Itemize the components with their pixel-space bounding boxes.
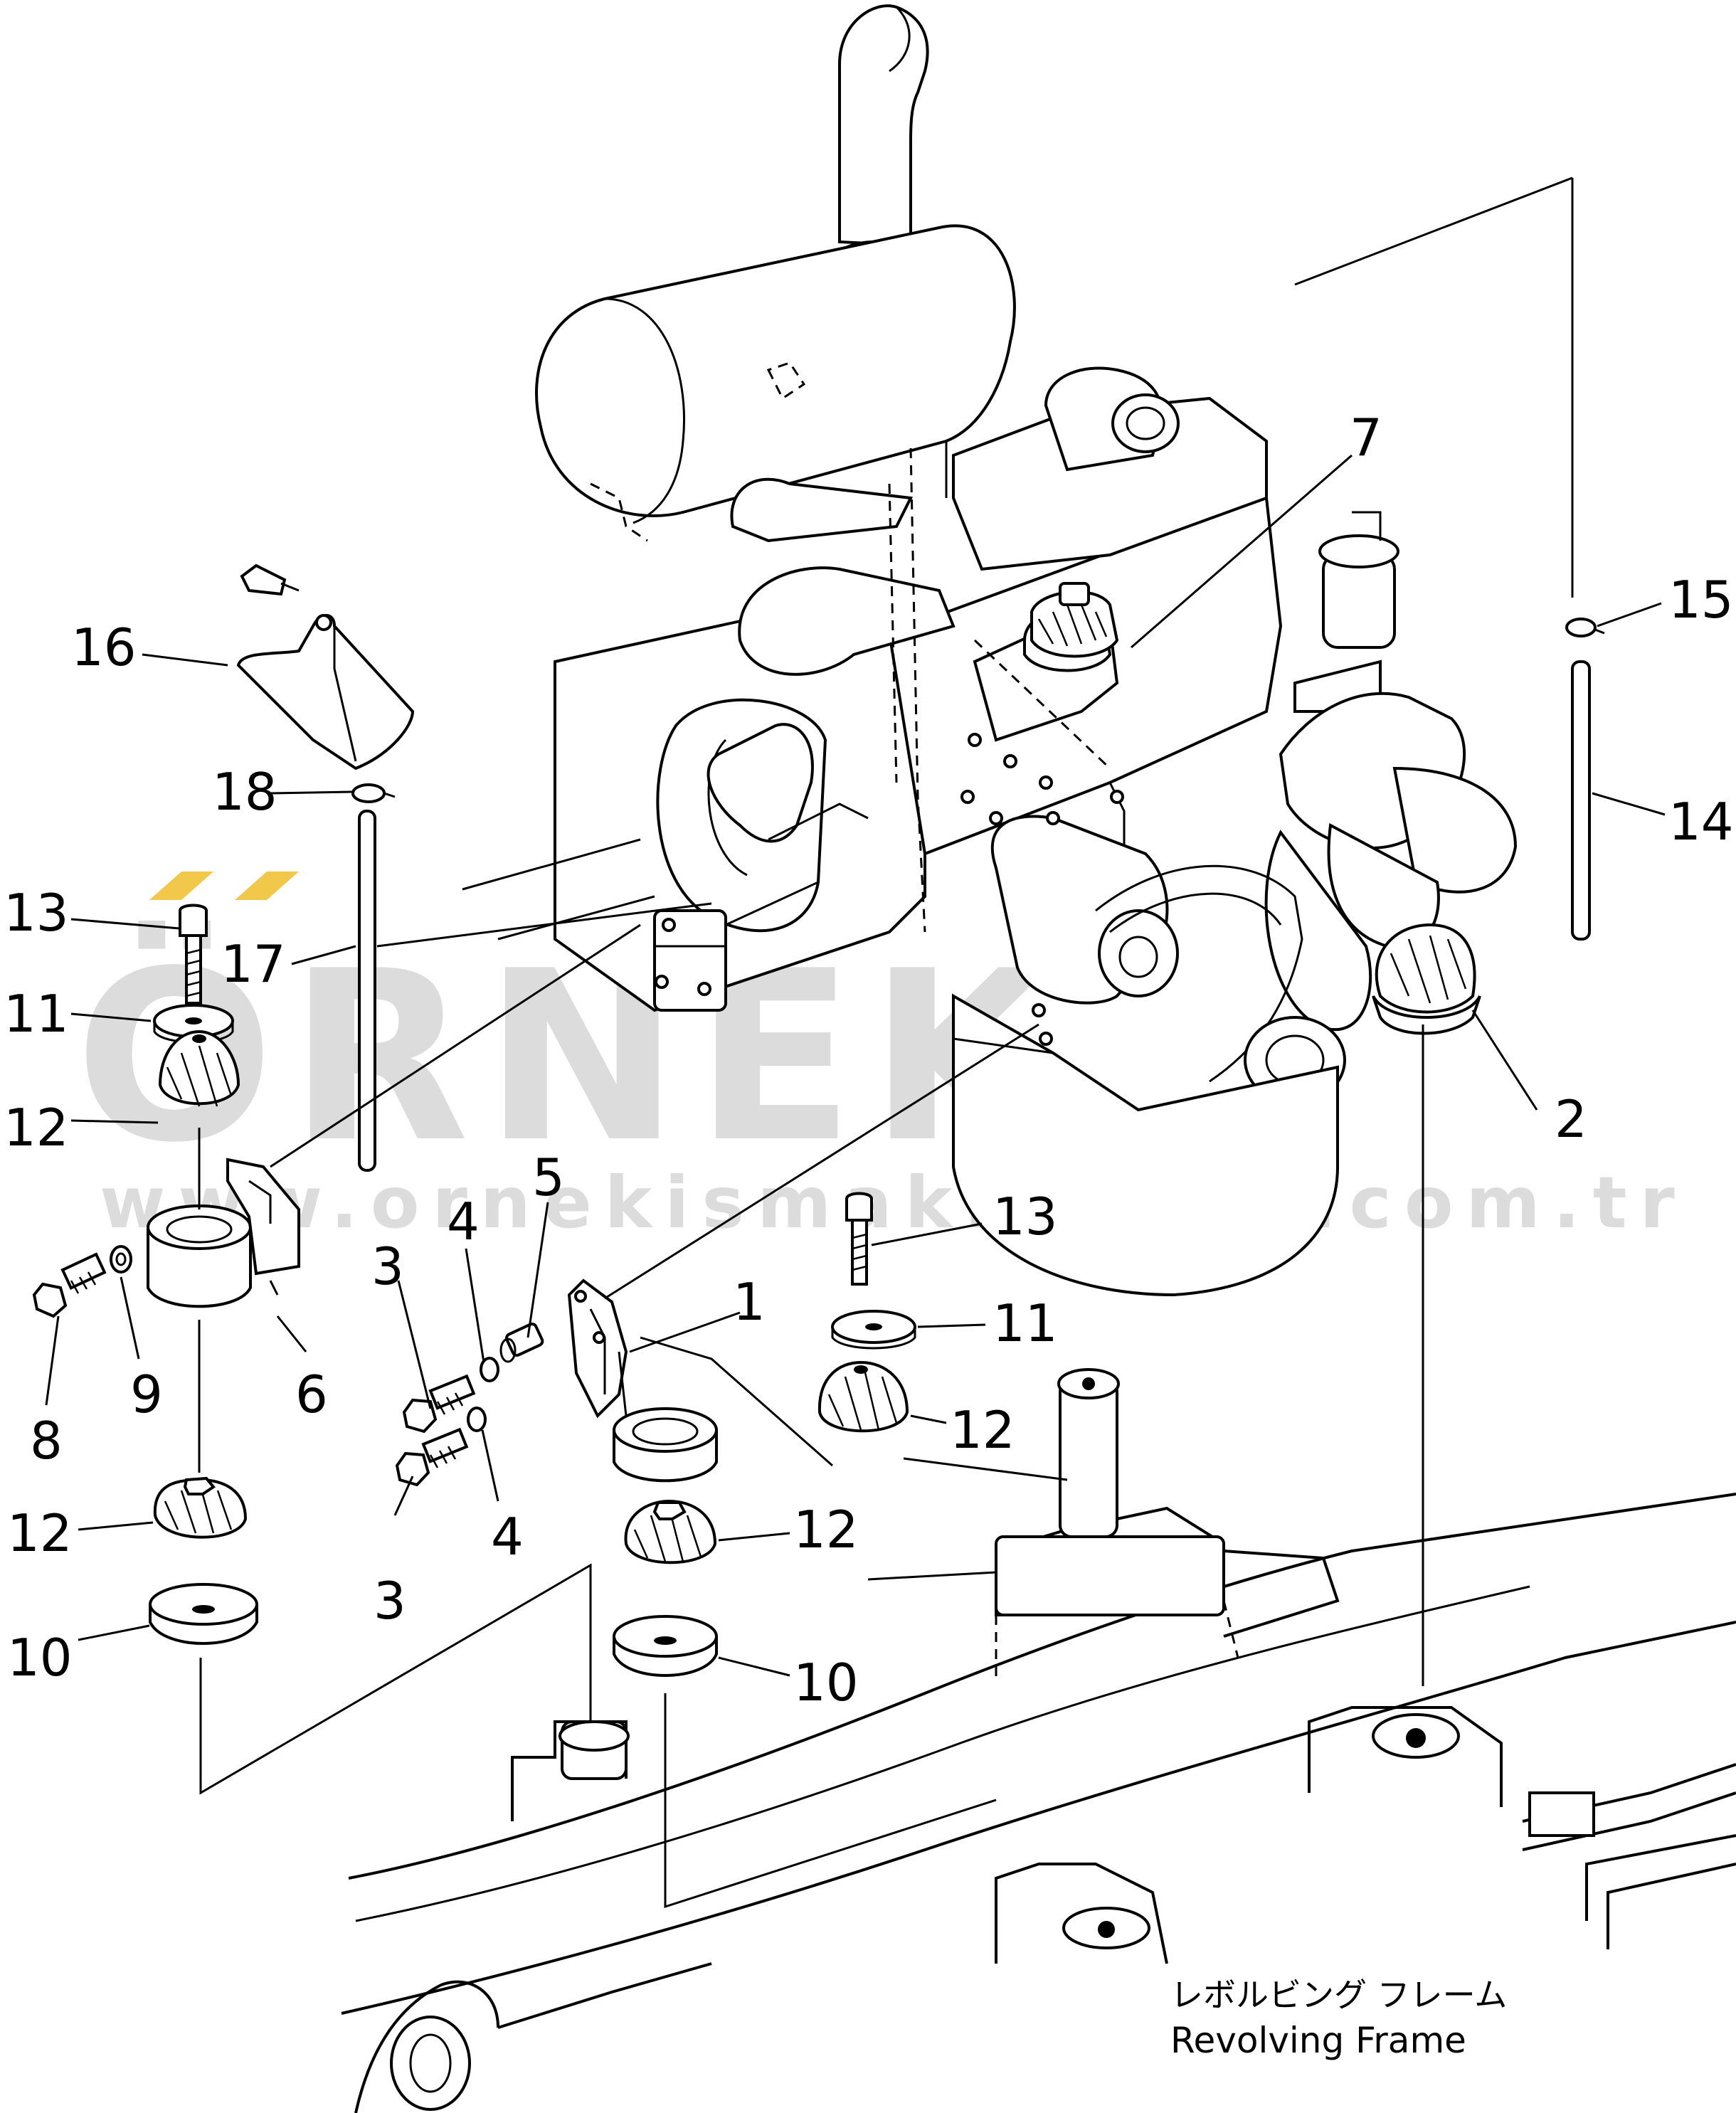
engine-assembly xyxy=(462,4,1518,1297)
label-part-9: 9 xyxy=(130,1365,163,1424)
label-part-14: 14 xyxy=(1668,792,1734,852)
right-hose-parts xyxy=(1294,176,1605,1686)
label-part-6: 6 xyxy=(295,1365,328,1424)
label-part-4a: 4 xyxy=(447,1192,480,1251)
part-labels: 1 2 3 3 4 4 5 6 7 8 9 10 10 11 11 12 12 … xyxy=(4,408,1734,1712)
watermark-url: www.ornekismakinalari.com.tr xyxy=(100,1161,1688,1244)
watermark-brand: ÖRNEK xyxy=(75,918,1065,1194)
label-part-12b: 12 xyxy=(950,1400,1015,1460)
label-part-13b: 13 xyxy=(993,1187,1058,1246)
center-mount-parts xyxy=(395,1192,1068,1909)
label-part-1: 1 xyxy=(733,1272,766,1332)
label-part-8: 8 xyxy=(30,1411,63,1471)
label-part-13a: 13 xyxy=(4,883,69,943)
engine-mount-rubber-top xyxy=(1030,582,1119,658)
left-mount-parts xyxy=(32,563,592,1795)
caption-english: Revolving Frame xyxy=(1170,2020,1466,2061)
label-part-5: 5 xyxy=(532,1148,565,1207)
watermark-accent-left xyxy=(149,872,213,900)
label-part-16: 16 xyxy=(71,618,137,677)
label-part-11a: 11 xyxy=(4,984,69,1044)
label-part-12c: 12 xyxy=(7,1503,73,1563)
label-part-17: 17 xyxy=(221,934,286,994)
label-part-18: 18 xyxy=(212,762,277,822)
label-part-10b: 10 xyxy=(793,1653,859,1712)
label-part-12d: 12 xyxy=(793,1500,859,1559)
watermark: ÖRNEK www.ornekismakinalari.com.tr xyxy=(75,872,1688,1244)
leader-lines xyxy=(45,454,1666,1677)
engine-mount-rubber-right xyxy=(1372,923,1481,1035)
label-part-2: 2 xyxy=(1555,1089,1587,1149)
watermark-accent-right xyxy=(235,872,299,900)
frame-caption: レボルビング フレーム Revolving Frame xyxy=(1170,1976,1507,2061)
caption-japanese: レボルビング フレーム xyxy=(1170,1976,1507,2014)
label-part-3a: 3 xyxy=(371,1236,404,1296)
label-part-3b: 3 xyxy=(374,1571,406,1631)
label-part-4b: 4 xyxy=(491,1507,524,1567)
label-part-11b: 11 xyxy=(993,1293,1058,1353)
label-part-7: 7 xyxy=(1350,408,1382,467)
label-part-10a: 10 xyxy=(7,1628,73,1688)
label-part-12a: 12 xyxy=(4,1098,69,1158)
label-part-15: 15 xyxy=(1668,570,1734,630)
revolving-frame xyxy=(341,1368,1736,2113)
